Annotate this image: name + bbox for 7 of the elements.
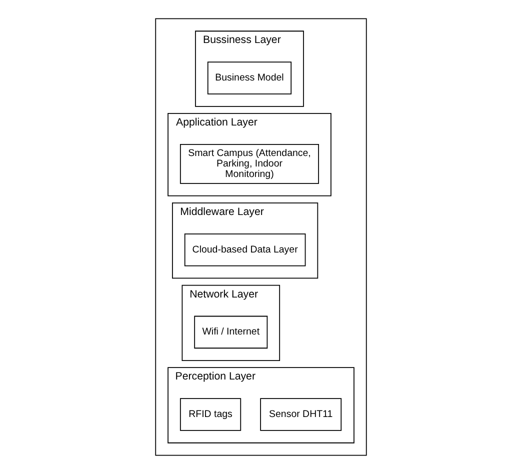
node-box: Cloud-based Data Layer [184,233,306,266]
node-box: RFID tags [179,398,241,431]
cluster [154,18,366,456]
node-box: Business Model [206,62,292,94]
node-box: Sensor DHT11 [260,398,342,431]
node-box: Smart Campus (Attendance, Parking, Indoor Monitoring) [179,144,318,184]
node-box: Wifi / Internet [194,316,268,349]
